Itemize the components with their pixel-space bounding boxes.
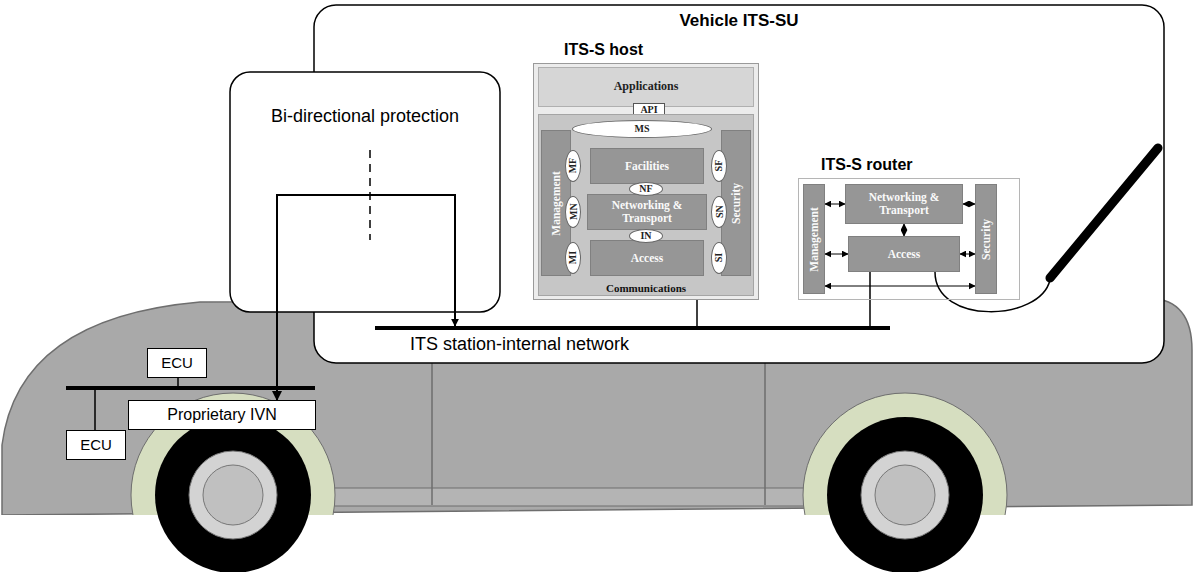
connector-arrow [904,224,905,236]
node-text: Vehicle ITS-SU [679,11,798,30]
connector-arrow [825,204,845,205]
tyre [827,417,983,572]
node-text: Proprietary IVN [167,406,276,424]
node-text: SF [713,160,724,172]
tyre [155,417,311,572]
node-text: MS [635,123,650,134]
interface-ellipse: MI [565,242,581,274]
layer-box: Access [848,236,960,272]
interface-ellipse: SF [711,150,727,182]
rim [189,451,277,539]
node-text: MF [567,158,578,174]
internal-network-bus [375,326,890,330]
layer-box: Access [590,240,704,276]
layer-box: Applications [538,67,754,107]
interface-ellipse: NF [629,182,663,196]
node-text: Security [730,183,743,224]
communications-panel: Communications Management FacilitiesNetwor… [538,114,754,296]
router-link [869,272,871,328]
node-text: SI [713,253,724,262]
node-text: Applications [614,80,679,93]
panel-heading: ITS-S router [821,156,913,174]
connector-arrow [825,254,848,255]
connector-arrow [960,254,975,255]
interface-ellipse: SI [711,242,727,274]
node-text: ECU [80,437,112,454]
system-boundary: Vehicle ITS-SUITS-S hostApplicationsAPIC… [314,5,1164,363]
node-text: Management [550,171,563,236]
ecu-box: ECU [66,430,126,460]
rim [861,451,949,539]
node-text: Networking & Transport [846,191,962,217]
layer-box: Networking & Transport [587,194,707,230]
node-text: Management [808,207,821,272]
connector-arrow [963,204,975,205]
connector-arrow [276,312,278,400]
node-text: NF [639,183,652,194]
router-panel: ITS-S routerManagementNetworking & Trans… [798,178,1020,300]
layer-box: Facilities [590,148,704,184]
node-text: Facilities [625,160,669,173]
interface-ellipse: MS [572,120,712,138]
interface-ellipse: MN [565,196,581,228]
ivn-label-box: Proprietary IVN [128,400,316,430]
node-text: IN [640,230,651,241]
node-text: ECU [161,355,193,372]
node-text: MI [567,251,578,264]
node-text: MN [567,204,578,221]
connector-arrow [825,286,975,287]
layer-bar: Security [975,184,997,294]
node-text: Access [888,248,921,261]
hub [203,465,263,525]
node-text: Communications [606,282,686,294]
interface-ellipse: SN [711,196,727,228]
protection-outline [230,72,500,312]
host-link [696,300,698,328]
host-panel: ITS-S hostApplicationsAPICommunicationsM… [533,63,759,300]
protection-box: Bi-directional protection [230,72,500,312]
layer-bar: Management [803,184,825,294]
ecu-box: ECU [147,348,207,378]
antenna [1050,148,1158,278]
node-text: SN [713,206,724,219]
node-text: Networking & Transport [588,199,706,225]
hub [875,465,935,525]
protection-path [277,195,455,326]
network-label: ITS station-internal network [410,334,629,355]
ecu-stub [94,388,96,430]
node-text: Access [631,252,664,265]
panel-heading: ITS-S host [564,41,643,59]
node-text: Security [980,219,993,260]
node-text: API [640,104,657,115]
node-text: Bi-directional protection [271,106,459,126]
interface-ellipse: IN [629,229,663,243]
car-sill [300,488,860,506]
layer-box: Networking & Transport [845,184,963,224]
interface-ellipse: MF [565,150,581,182]
ecu-stub [177,378,179,388]
